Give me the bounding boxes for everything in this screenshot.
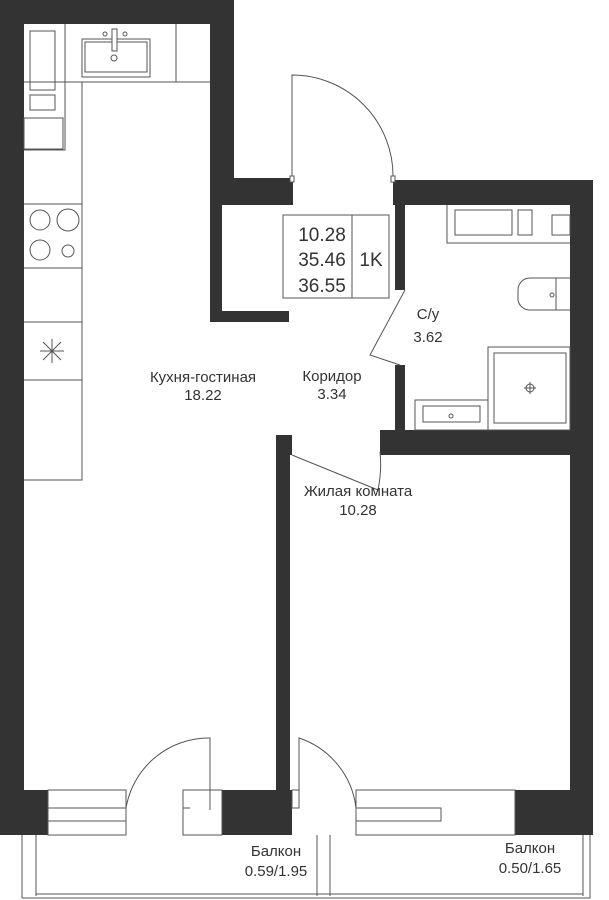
balconies bbox=[21, 835, 591, 899]
ventilation-icon bbox=[40, 339, 64, 363]
apartment-type: 1K bbox=[359, 250, 383, 271]
balcony-left-area: 0.59/1.95 bbox=[245, 863, 308, 880]
bathroom-label: С/у bbox=[417, 306, 440, 323]
windows bbox=[47, 737, 516, 836]
total-area-balcony-value: 36.55 bbox=[298, 276, 346, 297]
fridge-icon bbox=[29, 30, 56, 91]
total-area-value: 35.46 bbox=[298, 250, 346, 271]
bedroom-label: Жилая комната bbox=[304, 483, 413, 500]
bedroom-area: 10.28 bbox=[339, 502, 377, 519]
corridor-label: Коридор bbox=[302, 368, 361, 385]
kitchen-area: 18.22 bbox=[184, 387, 222, 404]
washbasin-icon bbox=[414, 399, 489, 431]
balcony-right-area: 0.50/1.65 bbox=[499, 860, 562, 877]
shower-icon bbox=[487, 346, 571, 431]
bedroom-door-icon bbox=[291, 451, 382, 491]
balcony-right-label: Балкон bbox=[505, 840, 555, 857]
walls bbox=[0, 0, 593, 835]
kitchen-label: Кухня-гостиная bbox=[150, 369, 256, 386]
apartment-summary: 10.28 35.46 36.55 1K bbox=[282, 214, 390, 299]
toilet-icon bbox=[517, 277, 570, 311]
bathroom-area: 3.62 bbox=[413, 329, 442, 346]
kitchen-furniture bbox=[23, 24, 210, 481]
balcony-left-label: Балкон bbox=[251, 843, 301, 860]
entrance-door-icon bbox=[289, 74, 396, 183]
corridor-area: 3.34 bbox=[317, 386, 346, 403]
bathroom-fixtures bbox=[369, 205, 571, 431]
stove-icon bbox=[29, 208, 80, 261]
living-area-value: 10.28 bbox=[298, 225, 346, 246]
